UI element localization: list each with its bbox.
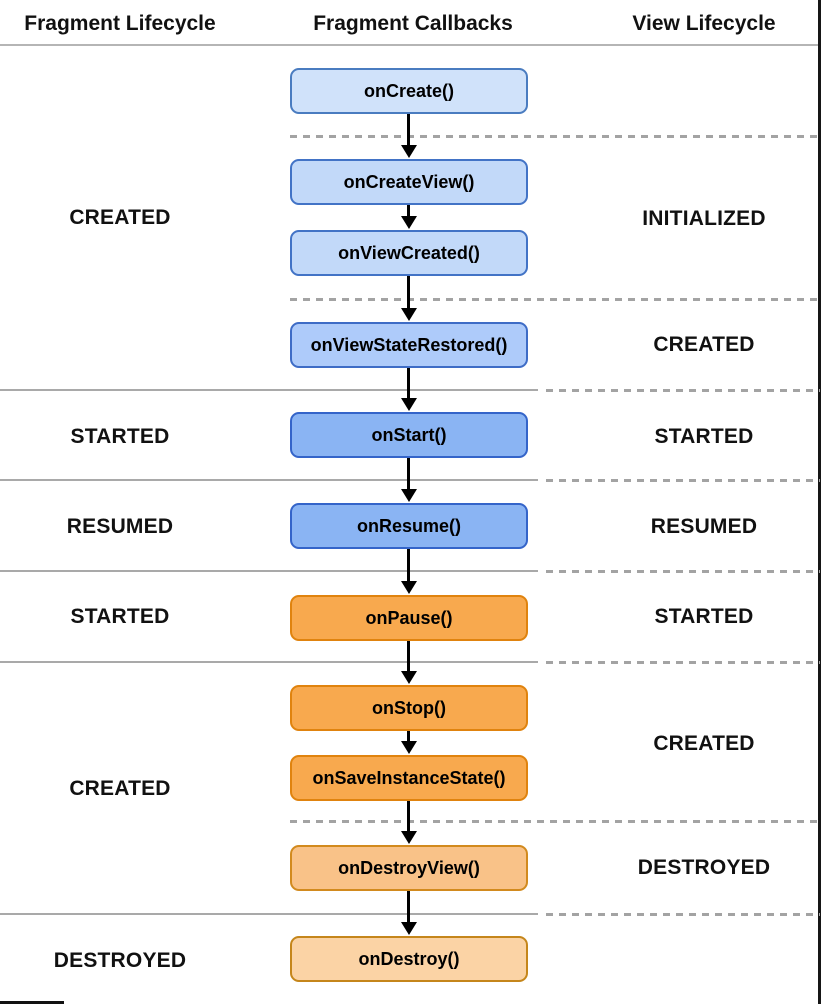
column-header-fragment-callbacks: Fragment Callbacks bbox=[313, 12, 513, 35]
fragment-state-separator-solid bbox=[0, 479, 538, 481]
view-state-started: STARTED bbox=[654, 425, 754, 448]
flow-arrow-head bbox=[401, 216, 417, 229]
column-header-fragment-lifecycle: Fragment Lifecycle bbox=[24, 12, 216, 35]
callback-box-onpause: onPause() bbox=[290, 595, 528, 641]
callback-box-onstart: onStart() bbox=[290, 412, 528, 458]
fragment-state-resumed: RESUMED bbox=[66, 515, 174, 538]
fragment-state-separator-solid bbox=[0, 913, 538, 915]
flow-arrow-head bbox=[401, 398, 417, 411]
flow-arrow-stem bbox=[407, 114, 410, 147]
view-state-separator-dashed bbox=[290, 820, 820, 823]
view-state-initialized: INITIALIZED bbox=[642, 207, 766, 230]
fragment-state-created: CREATED bbox=[69, 777, 171, 800]
callback-box-ondestroyview: onDestroyView() bbox=[290, 845, 528, 891]
fragment-state-destroyed: DESTROYED bbox=[53, 949, 187, 972]
view-state-created: CREATED bbox=[653, 333, 755, 356]
flow-arrow-head bbox=[401, 489, 417, 502]
flow-arrow-stem bbox=[407, 891, 410, 924]
callback-box-ondestroy: onDestroy() bbox=[290, 936, 528, 982]
flow-arrow-head bbox=[401, 922, 417, 935]
flow-arrow-stem bbox=[407, 549, 410, 583]
callback-box-onstop: onStop() bbox=[290, 685, 528, 731]
flow-arrow-stem bbox=[407, 641, 410, 673]
view-state-destroyed: DESTROYED bbox=[637, 856, 771, 879]
flow-arrow-stem bbox=[407, 458, 410, 491]
view-state-started: STARTED bbox=[654, 605, 754, 628]
flow-arrow-head bbox=[401, 671, 417, 684]
flow-arrow-stem bbox=[407, 205, 410, 218]
callback-box-onviewstaterestored: onViewStateRestored() bbox=[290, 322, 528, 368]
view-state-separator-dashed bbox=[290, 135, 820, 138]
flow-arrow-head bbox=[401, 741, 417, 754]
view-state-resumed: RESUMED bbox=[650, 515, 758, 538]
header-separator-line bbox=[0, 44, 821, 46]
view-state-created: CREATED bbox=[653, 732, 755, 755]
view-state-separator-dashed bbox=[290, 298, 820, 301]
callback-box-oncreateview: onCreateView() bbox=[290, 159, 528, 205]
fragment-state-created: CREATED bbox=[69, 206, 171, 229]
flow-arrow-stem bbox=[407, 801, 410, 833]
screen-right-edge-line bbox=[818, 0, 821, 1004]
fragment-state-separator-solid bbox=[0, 570, 538, 572]
callback-box-onviewcreated: onViewCreated() bbox=[290, 230, 528, 276]
view-state-separator-dashed bbox=[546, 661, 820, 664]
screen-bottom-edge-line bbox=[0, 1001, 64, 1004]
callback-box-oncreate: onCreate() bbox=[290, 68, 528, 114]
flow-arrow-head bbox=[401, 308, 417, 321]
fragment-state-started: STARTED bbox=[70, 605, 170, 628]
flow-arrow-stem bbox=[407, 731, 410, 743]
flow-arrow-head bbox=[401, 581, 417, 594]
fragment-state-started: STARTED bbox=[70, 425, 170, 448]
flow-arrow-head bbox=[401, 145, 417, 158]
callback-box-onresume: onResume() bbox=[290, 503, 528, 549]
view-state-separator-dashed bbox=[546, 389, 820, 392]
callback-box-onsaveinstancestate: onSaveInstanceState() bbox=[290, 755, 528, 801]
flow-arrow-stem bbox=[407, 276, 410, 310]
flow-arrow-stem bbox=[407, 368, 410, 400]
flow-arrow-head bbox=[401, 831, 417, 844]
column-header-view-lifecycle: View Lifecycle bbox=[632, 12, 776, 35]
fragment-state-separator-solid bbox=[0, 389, 538, 391]
view-state-separator-dashed bbox=[546, 570, 820, 573]
view-state-separator-dashed bbox=[546, 479, 820, 482]
fragment-state-separator-solid bbox=[0, 661, 538, 663]
view-state-separator-dashed bbox=[546, 913, 820, 916]
